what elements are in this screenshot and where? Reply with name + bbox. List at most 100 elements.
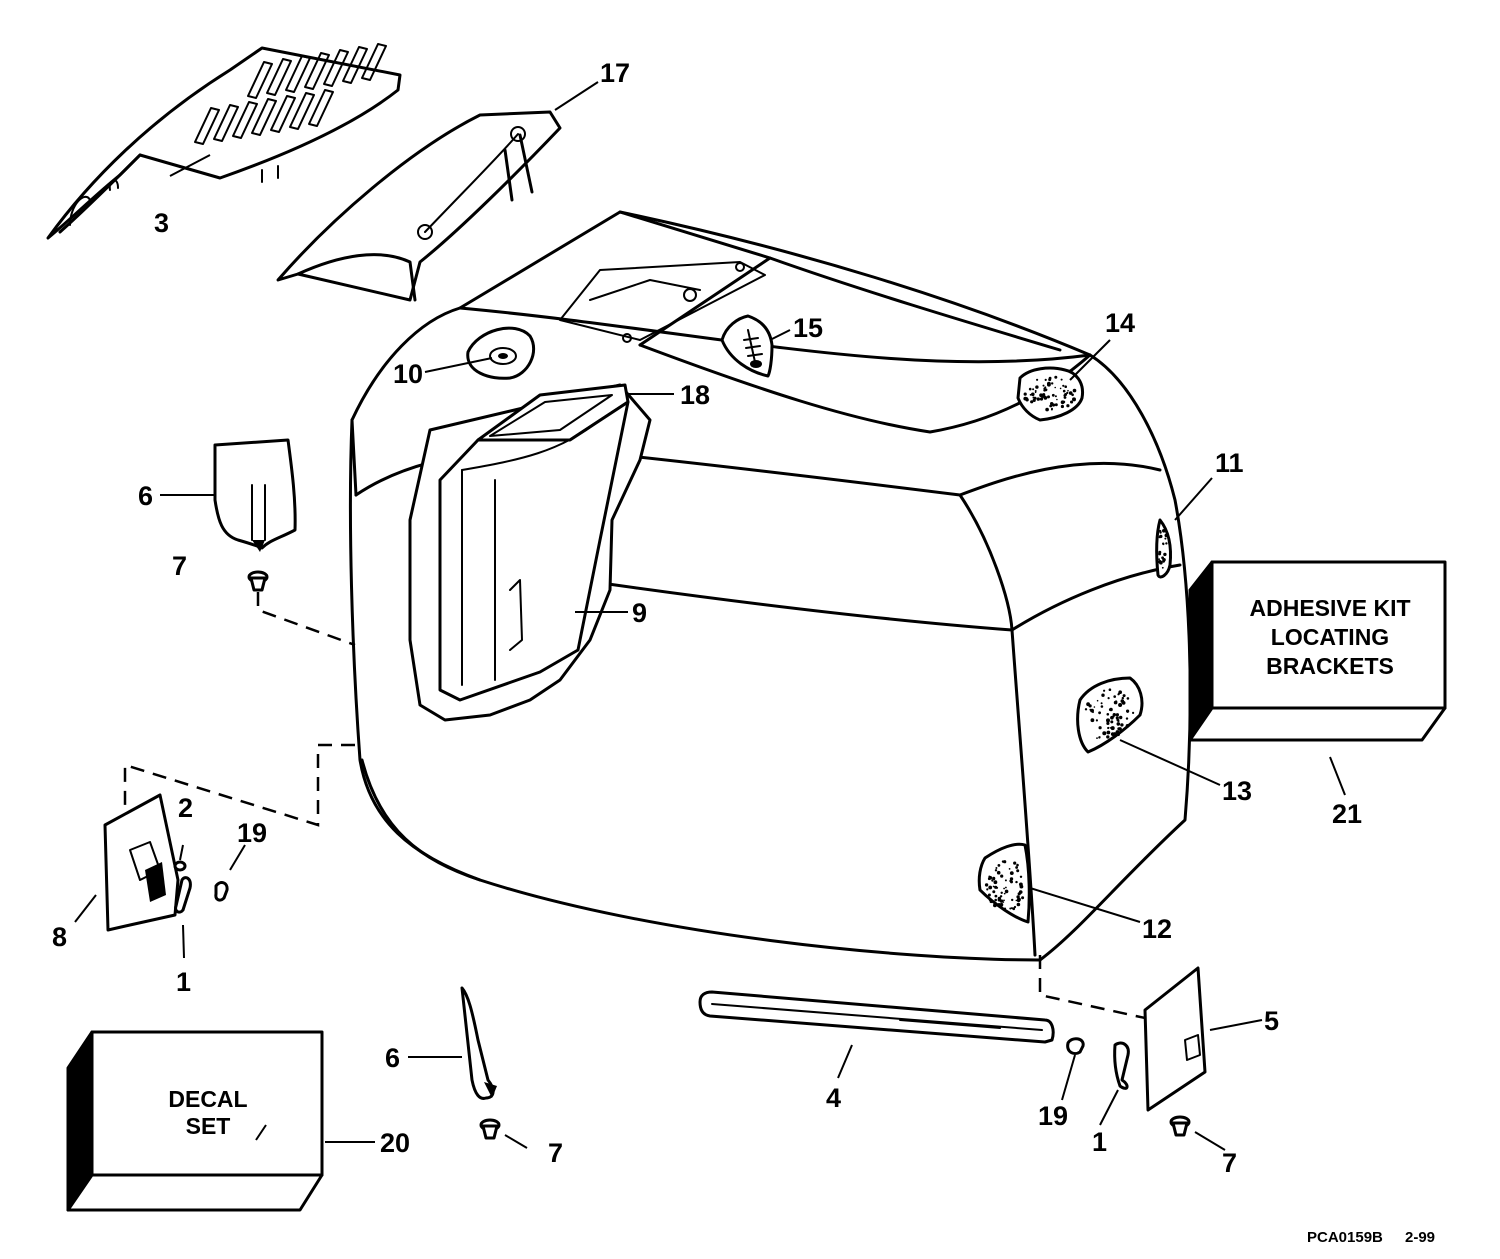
pad-speck: [1096, 737, 1098, 739]
callout-12: 12: [1142, 914, 1172, 944]
pad-speck: [1015, 880, 1018, 884]
pad-speck: [1060, 378, 1063, 381]
pad-speck: [999, 895, 1003, 898]
callout-21: 21: [1332, 799, 1362, 829]
pad-speck: [991, 879, 994, 882]
pad-speck: [1064, 393, 1068, 396]
pad-speck: [986, 888, 989, 891]
pad-speck: [987, 893, 991, 897]
pad-speck: [1159, 534, 1163, 539]
pad-speck: [1003, 892, 1006, 895]
part-4-seal-strip: [698, 990, 1055, 1044]
pad-speck: [1019, 884, 1024, 889]
callout-14: 14: [1105, 308, 1135, 338]
pad-speck: [1025, 398, 1029, 402]
pad-speck: [1010, 880, 1013, 884]
pad-speck: [1000, 891, 1003, 894]
pad-speck: [1070, 401, 1074, 404]
pad-speck: [1003, 907, 1007, 910]
pad-speck: [1042, 384, 1045, 387]
pad-speck: [993, 880, 998, 885]
part-1-clip-right: [1113, 1041, 1130, 1090]
pad-speck: [1110, 726, 1112, 729]
callout-15: 15: [793, 313, 823, 343]
pad-speck: [1032, 388, 1035, 391]
part-19-screw-right: [1066, 1037, 1085, 1056]
callout-17: 17: [600, 58, 630, 88]
pad-speck: [997, 864, 1001, 867]
pad-speck: [1109, 707, 1113, 712]
pad-speck: [1015, 866, 1018, 869]
pad-speck: [1036, 397, 1041, 401]
callout-19-left: 19: [237, 818, 267, 848]
pad-speck: [1120, 723, 1124, 727]
pad-speck: [1108, 688, 1112, 691]
pad-speck: [1093, 706, 1096, 708]
callout-11: 11: [1215, 448, 1244, 478]
pad-speck: [1090, 718, 1095, 723]
pad-speck: [1099, 736, 1101, 738]
pad-speck: [1063, 396, 1067, 399]
pad-speck: [1110, 726, 1115, 731]
pad-speck: [1158, 558, 1160, 561]
part-12-pad: [977, 842, 1031, 924]
pad-speck: [1125, 717, 1129, 720]
pad-speck: [1015, 899, 1018, 902]
pad-speck: [1030, 400, 1034, 404]
pad-speck: [993, 877, 996, 881]
pad-speck: [1059, 387, 1062, 390]
pad-speck: [1020, 890, 1023, 894]
callout-20: 20: [380, 1128, 410, 1158]
callout-13: 13: [1222, 776, 1252, 806]
pad-speck: [1117, 727, 1121, 731]
pad-speck: [1034, 391, 1037, 394]
part-6-bracket-upper: [213, 438, 297, 552]
pad-speck: [1054, 386, 1056, 389]
assembly-guide-lines: [123, 592, 1146, 1020]
pad-speck: [1106, 730, 1111, 735]
adhesive-kit-line-3: BRACKETS: [1266, 653, 1394, 679]
pad-speck: [1121, 696, 1125, 700]
decal-set-box: [66, 1030, 324, 1212]
pad-speck: [1005, 886, 1007, 889]
pad-speck: [1039, 397, 1044, 401]
pad-speck: [996, 870, 1001, 875]
pad-speck: [1034, 390, 1037, 392]
pad-speck: [1096, 699, 1099, 702]
pad-speck: [1051, 382, 1054, 385]
pad-speck: [984, 883, 989, 887]
callout-5: 5: [1264, 1006, 1279, 1036]
pad-speck: [1103, 689, 1106, 692]
pad-speck: [1106, 735, 1110, 739]
grille-slot: [342, 46, 368, 84]
callout-4: 4: [826, 1083, 841, 1113]
grille-slot: [304, 52, 330, 90]
pad-speck: [1011, 898, 1014, 902]
part-15-screw: [720, 314, 774, 378]
pad-speck: [1009, 877, 1014, 881]
pad-speck: [1086, 702, 1090, 707]
adhesive-kit-line-2: LOCATING: [1271, 624, 1389, 650]
callout-leaders: [74, 81, 1346, 1151]
pad-speck: [1001, 860, 1005, 863]
pad-speck: [994, 898, 997, 902]
pad-speck: [1033, 396, 1037, 400]
pad-speck: [1162, 543, 1165, 546]
pad-speck: [1132, 711, 1135, 715]
part-10-grommet: [466, 326, 536, 380]
pad-speck: [1122, 694, 1126, 698]
pad-speck: [1013, 905, 1017, 909]
figure-code-id: PCA0159B: [1307, 1229, 1383, 1246]
part-5-bracket: [1143, 966, 1207, 1112]
figure-code-date: 2-99: [1405, 1229, 1435, 1246]
pad-speck: [1036, 378, 1039, 381]
pad-speck: [1050, 408, 1053, 411]
pad-speck: [1107, 697, 1110, 700]
pad-speck: [1051, 393, 1055, 397]
decal-set-label: DECAL SET: [168, 1086, 247, 1139]
pad-speck: [1089, 708, 1092, 711]
grille-slot: [247, 61, 273, 99]
pad-speck: [1016, 869, 1020, 873]
pad-speck: [1008, 868, 1011, 870]
pad-speck: [1004, 879, 1007, 882]
